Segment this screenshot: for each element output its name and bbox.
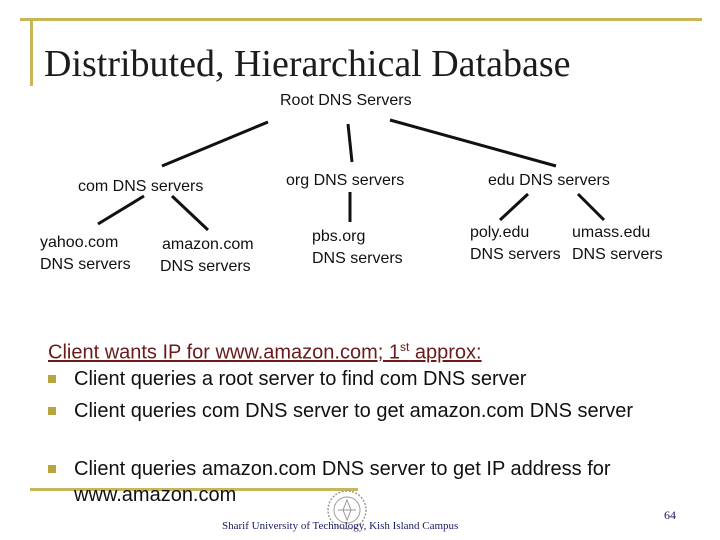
frame-left-line — [30, 18, 33, 86]
edge-edu-poly — [498, 192, 530, 222]
notes-heading-tail: approx: — [409, 341, 482, 364]
notes-heading-text: Client wants IP for www.amazon.com; 1 — [48, 341, 400, 364]
umass-line1: umass.edu — [572, 224, 651, 241]
edge-root-com — [161, 120, 269, 168]
bullet-text: Client queries amazon.com DNS server to … — [74, 458, 611, 506]
slide-title: Distributed, Hierarchical Database — [44, 43, 571, 85]
org-dns-label: org DNS servers — [286, 172, 405, 189]
edge-root-edu — [389, 118, 557, 168]
notes-heading-sup: st — [400, 340, 410, 354]
university-emblem-icon — [327, 490, 367, 530]
frame-top-line — [20, 18, 702, 21]
yahoo-line2: DNS servers — [40, 256, 131, 273]
edge-com-yahoo — [97, 194, 145, 226]
edge-root-org — [346, 123, 354, 163]
yahoo-dns-label: yahoo.com DNS servers — [40, 232, 131, 276]
notes-heading: Client wants IP for www.amazon.com; 1st … — [48, 334, 482, 366]
bullet-text: Client queries com DNS server to get ama… — [74, 400, 634, 422]
edge-edu-umass — [576, 192, 606, 222]
pbs-line1: pbs.org — [312, 228, 366, 245]
page-number: 64 — [664, 508, 676, 522]
poly-dns-label: poly.edu DNS servers — [470, 222, 561, 266]
square-bullet-icon — [48, 375, 56, 383]
amazon-dns-label: amazon.com DNS servers — [160, 234, 254, 278]
pbs-dns-label: pbs.org DNS servers — [312, 226, 403, 270]
tree-connectors — [97, 118, 606, 232]
umass-dns-label: umass.edu DNS servers — [572, 222, 663, 266]
pbs-line2: DNS servers — [312, 250, 403, 267]
square-bullet-icon — [48, 465, 56, 473]
amazon-line2: DNS servers — [160, 258, 251, 275]
square-bullet-icon — [48, 407, 56, 415]
umass-line2: DNS servers — [572, 246, 663, 263]
bullet-text: Client queries a root server to find com… — [74, 368, 527, 390]
amazon-line1: amazon.com — [162, 236, 254, 253]
com-dns-label: com DNS servers — [78, 178, 204, 195]
poly-line1: poly.edu — [470, 224, 530, 241]
yahoo-line1: yahoo.com — [40, 234, 119, 251]
edu-dns-label: edu DNS servers — [488, 172, 610, 189]
poly-line2: DNS servers — [470, 246, 561, 263]
root-dns-label: Root DNS Servers — [280, 92, 412, 109]
footer-text: Sharif University of Technology, Kish Is… — [222, 520, 459, 532]
frame-bottom-line — [30, 488, 358, 491]
edge-com-amazon — [170, 194, 210, 232]
